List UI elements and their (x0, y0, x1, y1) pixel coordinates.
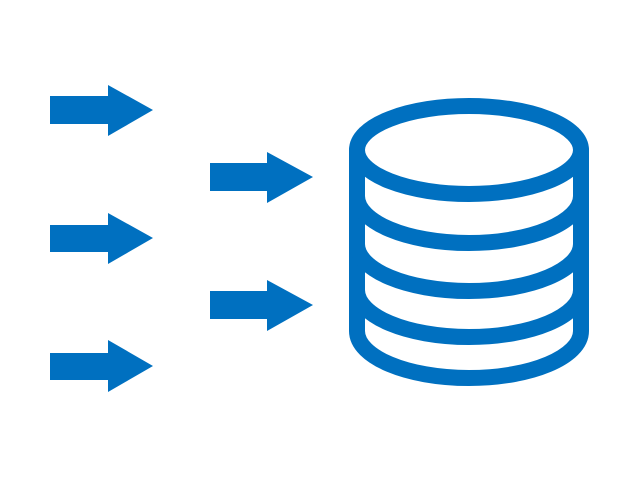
database-layer-3 (349, 282, 589, 345)
right-arrow-bottom-icon (210, 280, 313, 331)
right-arrow-top-icon (210, 152, 313, 203)
database-top-ellipse (349, 98, 589, 202)
left-arrow-top-icon (50, 85, 153, 136)
database-icon (349, 98, 589, 386)
left-arrow-middle-icon (50, 213, 153, 264)
database-layer-1 (349, 188, 589, 251)
database-layer-2 (349, 236, 589, 299)
left-arrow-bottom-icon (50, 340, 153, 392)
database-body-outline (349, 142, 589, 386)
